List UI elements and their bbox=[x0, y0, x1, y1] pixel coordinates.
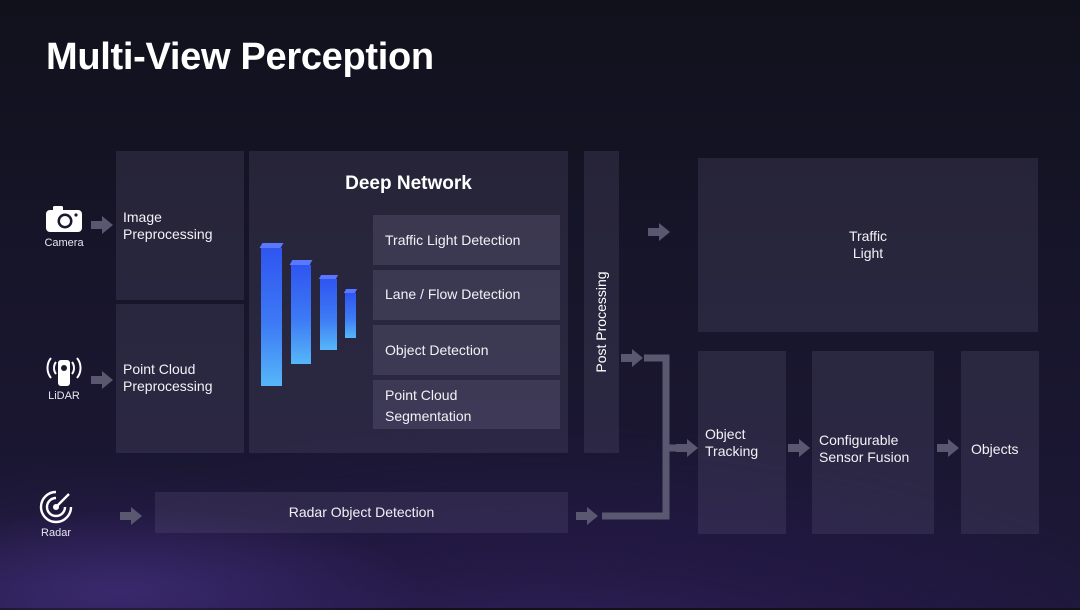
arrow-radar-detection bbox=[576, 507, 598, 525]
radar-label: Radar bbox=[41, 527, 71, 539]
network-layer-bar-top bbox=[343, 289, 358, 293]
network-layer-bar-top bbox=[318, 275, 339, 279]
network-layer-bar-top bbox=[259, 243, 284, 248]
object-tracking-box: Object Tracking bbox=[698, 351, 786, 534]
background-glow bbox=[0, 470, 620, 610]
merge-connector bbox=[602, 354, 678, 520]
arrow-to-tracking bbox=[676, 439, 698, 457]
object-tracking-label: Object Tracking bbox=[705, 426, 759, 459]
lidar-label: LiDAR bbox=[48, 390, 80, 402]
point-cloud-preprocessing-box: Point Cloud Preprocessing bbox=[116, 304, 244, 453]
network-layer-bar-top bbox=[289, 260, 313, 265]
arrow-post-processing bbox=[621, 349, 643, 367]
traffic-light-detection-head: Traffic Light Detection bbox=[373, 215, 560, 265]
radar-icon bbox=[38, 489, 74, 530]
sensor-fusion-label: Configurable Sensor Fusion bbox=[819, 432, 910, 465]
point-cloud-preprocessing-label: Point Cloud Preprocessing bbox=[123, 361, 213, 394]
arrow-radar bbox=[120, 507, 142, 525]
image-preprocessing-box: Image Preprocessing bbox=[116, 151, 244, 300]
lane-flow-detection-head: Lane / Flow Detection bbox=[373, 270, 560, 320]
arrow-lidar bbox=[91, 371, 113, 389]
traffic-light-label: Traffic Light bbox=[848, 228, 888, 261]
arrow-to-objects bbox=[937, 439, 959, 457]
head-label: Traffic Light Detection bbox=[385, 232, 521, 248]
traffic-light-output-box: Traffic Light bbox=[698, 158, 1038, 332]
radar-object-detection-box: Radar Object Detection bbox=[155, 492, 568, 533]
sensor-fusion-box: Configurable Sensor Fusion bbox=[812, 351, 934, 534]
post-processing-box bbox=[584, 151, 619, 453]
image-preprocessing-label: Image Preprocessing bbox=[123, 209, 213, 242]
deep-network-title: Deep Network bbox=[345, 173, 472, 194]
radar-object-detection-label: Radar Object Detection bbox=[288, 504, 435, 520]
arrow-to-traffic-light bbox=[648, 223, 670, 241]
lidar-icon bbox=[43, 354, 85, 393]
head-label: Lane / Flow Detection bbox=[385, 286, 521, 302]
objects-label: Objects bbox=[971, 441, 1019, 457]
object-detection-head: Object Detection bbox=[373, 325, 560, 375]
head-label: Object Detection bbox=[385, 342, 489, 358]
objects-box: Objects bbox=[961, 351, 1039, 534]
network-layer-bar bbox=[291, 265, 311, 364]
network-layer-bar bbox=[320, 279, 337, 350]
page-title: Multi-View Perception bbox=[46, 36, 434, 78]
camera-label: Camera bbox=[44, 237, 84, 249]
arrow-to-fusion bbox=[788, 439, 810, 457]
head-label: Point Cloud Segmentation bbox=[385, 387, 472, 424]
point-cloud-segmentation-head: Point Cloud Segmentation bbox=[373, 380, 560, 429]
network-layer-bar bbox=[345, 293, 356, 338]
network-layer-bar bbox=[261, 248, 282, 386]
camera-icon bbox=[45, 205, 83, 238]
arrow-camera bbox=[91, 216, 113, 234]
